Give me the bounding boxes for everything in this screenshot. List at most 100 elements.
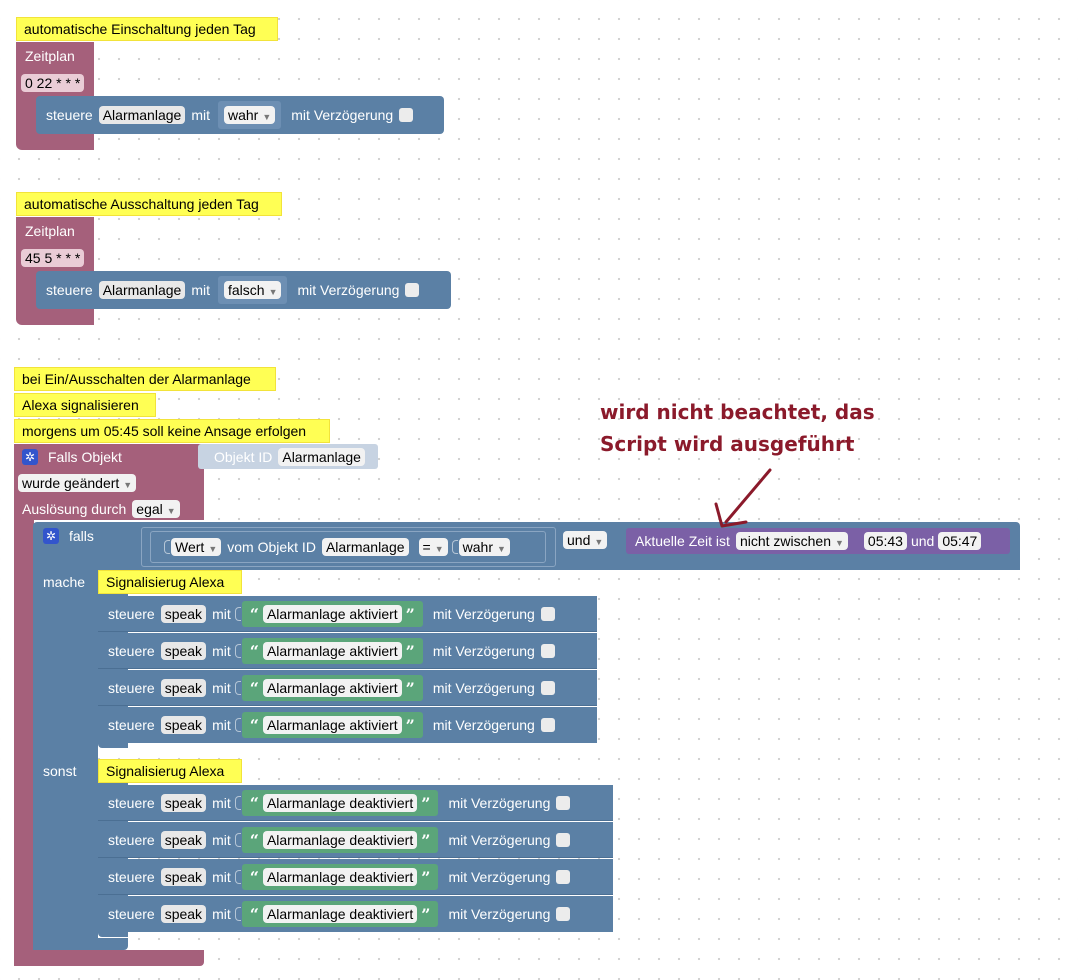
mit-label: mit	[212, 795, 231, 811]
compare-block[interactable]	[150, 531, 546, 563]
mit-label: mit	[191, 107, 210, 123]
comment-signalisierung-an[interactable]: Signalisierug Alexa	[98, 570, 242, 594]
speak-field[interactable]: speak	[160, 642, 207, 660]
wurde-geaendert-dropdown[interactable]: wurde geändert▼	[18, 474, 137, 492]
falls-label: falls	[69, 528, 94, 544]
verzoegerung-checkbox[interactable]	[405, 283, 420, 297]
steuere-label: steuere	[108, 795, 155, 811]
chevron-down-icon: ▼	[497, 544, 506, 554]
value-dropdown[interactable]: falsch▼	[223, 281, 282, 299]
object-field[interactable]: Alarmanlage	[98, 106, 186, 124]
steuere-label: steuere	[108, 869, 155, 885]
zeitplan-label: Zeitplan	[25, 48, 75, 64]
quote-open-icon: “	[249, 678, 259, 698]
mit-label: mit	[212, 680, 231, 696]
comment-signalisierung-aus[interactable]: Signalisierug Alexa	[98, 759, 242, 783]
quote-open-icon: “	[249, 830, 259, 850]
wahr-dropdown[interactable]: wahr▼	[458, 538, 510, 556]
object-field[interactable]: Alarmanlage	[98, 281, 186, 299]
speak-text-field[interactable]: Alarmanlage deaktiviert	[262, 868, 418, 886]
speak-text-field[interactable]: Alarmanlage deaktiviert	[262, 905, 418, 923]
comment-ausschaltung[interactable]: automatische Ausschaltung jeden Tag	[16, 192, 282, 216]
comment-einschaltung[interactable]: automatische Einschaltung jeden Tag	[16, 17, 278, 41]
value-dropdown[interactable]: wahr▼	[223, 106, 276, 124]
verzoegerung-checkbox[interactable]	[556, 870, 571, 884]
quote-open-icon: “	[249, 867, 259, 887]
vom-objekt-id-label: vom Objekt ID	[227, 539, 316, 555]
steuere-label: steuere	[46, 282, 93, 298]
quote-close-icon: ”	[405, 604, 415, 624]
verzoegerung-label: mit Verzögerung	[448, 869, 551, 885]
speak-text-field[interactable]: Alarmanlage deaktiviert	[262, 794, 418, 812]
verzoegerung-checkbox[interactable]	[556, 907, 571, 921]
chevron-down-icon: ▼	[434, 544, 444, 554]
speak-text-field[interactable]: Alarmanlage aktiviert	[262, 642, 402, 660]
mache-label: mache	[43, 574, 86, 590]
verzoegerung-checkbox[interactable]	[540, 644, 555, 658]
comment-morgens[interactable]: morgens um 05:45 soll keine Ansage erfol…	[14, 419, 330, 443]
wert-dropdown[interactable]: Wert▼	[171, 538, 222, 556]
comment-alexa[interactable]: Alexa signalisieren	[14, 393, 156, 417]
speak-field[interactable]: speak	[160, 868, 207, 886]
sonst-label: sonst	[43, 763, 77, 779]
steuere-label: steuere	[108, 906, 155, 922]
und-dropdown[interactable]: und▼	[563, 531, 608, 549]
verzoegerung-checkbox[interactable]	[540, 718, 555, 732]
speak-field[interactable]: speak	[160, 716, 207, 734]
zeitplan-label: Zeitplan	[25, 223, 75, 239]
quote-close-icon: ”	[421, 830, 431, 850]
steuere-label: steuere	[108, 717, 155, 733]
speak-text-field[interactable]: Alarmanlage aktiviert	[262, 716, 402, 734]
speak-text-field[interactable]: Alarmanlage deaktiviert	[262, 831, 418, 849]
annotation-line-2: Script wird ausgeführt	[600, 432, 855, 456]
verzoegerung-label: mit Verzögerung	[432, 643, 535, 659]
steuere-label: steuere	[108, 680, 155, 696]
annotation-arrow-icon	[714, 468, 772, 528]
speak-field[interactable]: speak	[160, 905, 207, 923]
steuere-label: steuere	[108, 606, 155, 622]
time-to-field[interactable]: 05:47	[938, 532, 982, 550]
nicht-zwischen-dropdown[interactable]: nicht zwischen▼	[735, 532, 848, 550]
speak-field[interactable]: speak	[160, 605, 207, 623]
quote-close-icon: ”	[405, 678, 415, 698]
chevron-down-icon: ▼	[262, 112, 272, 122]
verzoegerung-label: mit Verzögerung	[291, 107, 394, 123]
mit-label: mit	[191, 282, 210, 298]
cron-field[interactable]: 45 5 * * *	[21, 249, 85, 267]
mit-label: mit	[212, 717, 231, 733]
chevron-down-icon: ▼	[834, 538, 844, 548]
equals-dropdown[interactable]: =▼	[418, 538, 448, 556]
verzoegerung-checkbox[interactable]	[540, 681, 555, 695]
verzoegerung-label: mit Verzögerung	[432, 717, 535, 733]
egal-dropdown[interactable]: egal▼	[132, 500, 180, 518]
chevron-down-icon: ▼	[166, 506, 176, 516]
quote-open-icon: “	[249, 793, 259, 813]
objekt-id-field[interactable]: Alarmanlage	[278, 448, 365, 466]
quote-close-icon: ”	[421, 867, 431, 887]
gear-icon[interactable]: ✲	[22, 449, 38, 465]
verzoegerung-checkbox[interactable]	[399, 108, 414, 122]
verzoegerung-checkbox[interactable]	[556, 833, 571, 847]
verzoegerung-label: mit Verzögerung	[448, 832, 551, 848]
cron-field[interactable]: 0 22 * * *	[21, 74, 85, 92]
verzoegerung-label: mit Verzögerung	[432, 680, 535, 696]
comment-ein-aus[interactable]: bei Ein/Ausschalten der Alarmanlage	[14, 367, 276, 391]
steuere-label: steuere	[108, 643, 155, 659]
verzoegerung-label: mit Verzögerung	[297, 282, 400, 298]
speak-text-field[interactable]: Alarmanlage aktiviert	[262, 605, 402, 623]
objekt-field[interactable]: Alarmanlage	[321, 538, 409, 556]
mit-label: mit	[212, 869, 231, 885]
speak-text-field[interactable]: Alarmanlage aktiviert	[262, 679, 402, 697]
verzoegerung-checkbox[interactable]	[540, 607, 555, 621]
quote-open-icon: “	[249, 604, 259, 624]
quote-close-icon: ”	[405, 641, 415, 661]
speak-field[interactable]: speak	[160, 831, 207, 849]
gear-icon[interactable]: ✲	[43, 528, 59, 544]
chevron-down-icon: ▼	[594, 537, 604, 547]
verzoegerung-checkbox[interactable]	[556, 796, 571, 810]
speak-field[interactable]: speak	[160, 679, 207, 697]
time-from-field[interactable]: 05:43	[863, 532, 907, 550]
quote-open-icon: “	[249, 904, 259, 924]
speak-field[interactable]: speak	[160, 794, 207, 812]
objekt-id-label: Objekt ID	[214, 449, 273, 465]
